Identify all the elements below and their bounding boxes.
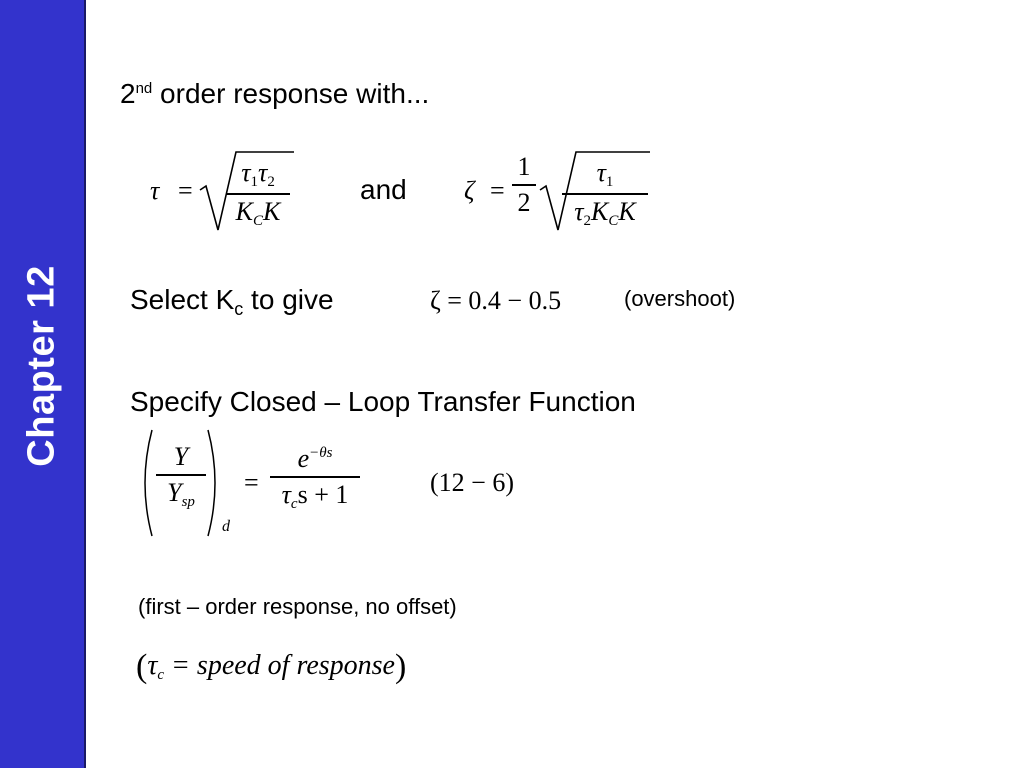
tau-fraction-numerator: τ1τ2 [241,158,275,190]
speed-of-response-note: (τc = speed of response) [136,648,407,685]
cltf-equals: = [244,468,259,497]
heading-prefix: 2 [120,78,136,109]
zeta-half-fraction: 1 2 [512,152,536,218]
tau-lhs: τ [150,176,160,205]
equation-number: (12 − 6) [430,468,514,497]
tau-fraction-bar [226,193,290,195]
zeta-half-bar [512,184,536,186]
slide-heading: 2nd order response with... [120,78,429,110]
cltf-right-paren [207,429,216,537]
tau-equals: = [178,176,193,205]
first-order-note: (first – order response, no offset) [138,594,457,619]
zeta-half-numerator: 1 [517,152,531,181]
select-kc-text: Select Kc to give [130,284,334,319]
cltf-rhs-numerator: e−θs [297,444,333,473]
zeta-half-denominator: 2 [517,187,531,217]
overshoot-note: (overshoot) [624,286,736,311]
cltf-rhs-bar [270,476,360,478]
cltf-outer-subscript: d [222,518,230,535]
specify-cltf-text: Specify Closed – Loop Transfer Function [130,386,636,417]
tau-fraction-denominator: KCK [235,196,281,229]
heading-superscript: nd [135,80,153,97]
zeta-radical-fraction: τ1 τ2KCK [562,158,648,230]
and-connector: and [360,174,407,205]
zeta-radical-sign [539,151,650,231]
chapter-label: Chapter 12 [20,265,63,467]
cltf-y-denominator: Ysp [167,477,195,510]
zeta-range-equation: ζ = 0.4 − 0.5 [430,286,562,315]
zeta-radical-bar [562,193,648,195]
chapter-sidebar: Chapter 12 [0,0,86,768]
cltf-y-fraction: Y Ysp [156,442,206,511]
zeta-equals: = [490,176,505,205]
cltf-y-numerator: Y [173,442,189,471]
zeta-radical-numerator: τ1 [596,158,614,190]
zeta-lhs: ζ [464,176,475,205]
tau-radical-sign [199,151,294,231]
tau-fraction: τ1τ2 KCK [226,158,290,230]
cltf-left-paren [144,429,153,537]
cltf-y-bar [156,474,206,476]
zeta-radical-denominator: τ2KCK [574,196,636,229]
cltf-rhs-fraction: e−θs τcs + 1 [270,444,360,513]
heading-rest: order response with... [152,78,430,109]
cltf-rhs-denominator: τcs + 1 [281,479,349,512]
